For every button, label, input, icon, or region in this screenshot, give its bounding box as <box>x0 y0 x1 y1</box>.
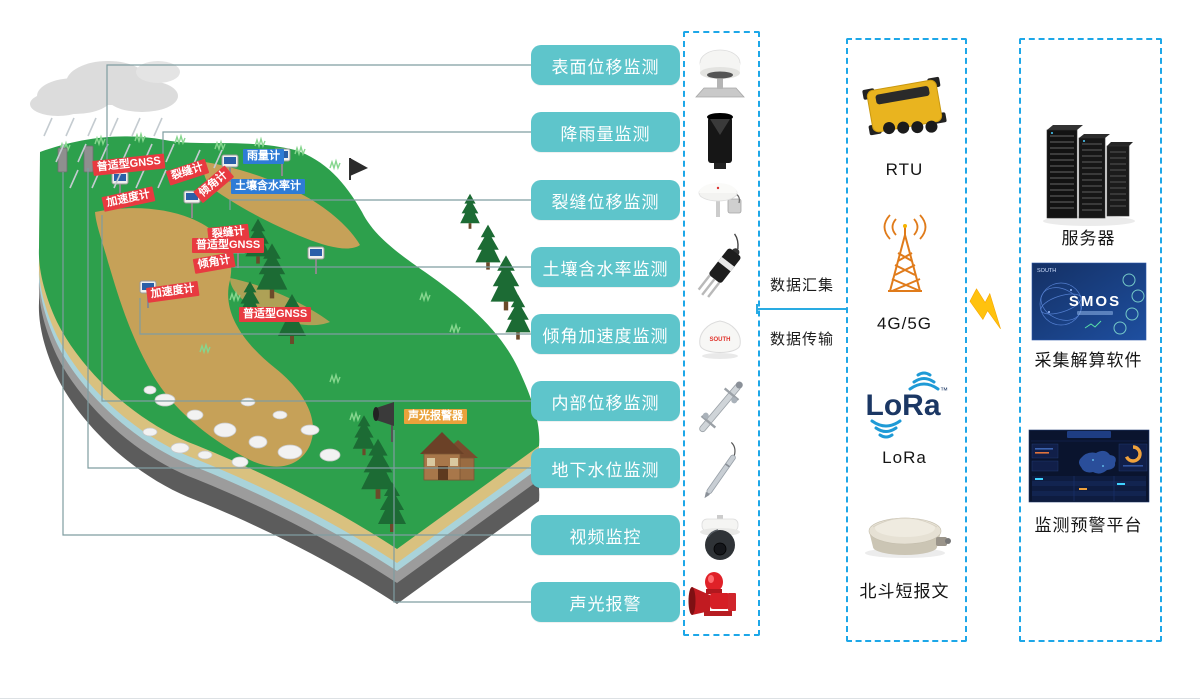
rocks <box>142 385 341 468</box>
leader-lines <box>62 64 531 603</box>
flow-transmit-label: 数据传输 <box>769 331 834 348</box>
platform-images: SOUTH SMOS <box>1028 125 1150 503</box>
sensor-label-gnss-2: 普适型GNSS <box>192 238 265 253</box>
sensor-label-gnss-3: 普适型GNSS <box>239 307 312 322</box>
dashboard-panel-image <box>1028 429 1150 503</box>
sensor-label-alarm: 声光报警器 <box>404 409 467 424</box>
sensor-label-rain: 雨量计 <box>243 149 284 164</box>
ptz-camera-image <box>700 515 740 560</box>
monitor-pill-crack: 裂缝位移监测 <box>531 180 680 220</box>
rtu-image <box>862 76 947 136</box>
svg-text:SOUTH: SOUTH <box>710 337 731 343</box>
soil-moisture-sensor-image <box>697 233 741 298</box>
monitor-pill-video: 视频监控 <box>531 515 680 555</box>
software-label: 采集解算软件 <box>1034 351 1143 370</box>
monitor-pill-soil: 土壤含水率监测 <box>531 247 680 287</box>
rain-gauge-image <box>707 113 733 169</box>
svg-text:LoRa: LoRa <box>866 389 941 422</box>
water-level-sensor-image <box>704 441 736 499</box>
page-bottom-divider <box>0 698 1200 699</box>
monitor-pill-tilt: 倾角加速度监测 <box>531 314 680 354</box>
monitor-pill-water: 地下水位监测 <box>531 448 680 488</box>
cell-tower-icon <box>883 214 927 292</box>
monitor-pill-surface: 表面位移监测 <box>531 45 680 85</box>
cellular-label: 4G/5G <box>876 314 933 333</box>
terrain-illustration <box>30 61 540 604</box>
sensor-devices-images: SOUTH <box>688 49 745 616</box>
gnss-receiver-image <box>695 49 745 98</box>
flow-line-tick <box>756 304 758 314</box>
svg-text:™: ™ <box>940 386 948 395</box>
borehole-inclinometer-image <box>699 381 743 433</box>
tilt-acceleration-sensor-image: SOUTH <box>699 320 741 359</box>
comms-images: LoRa ™ <box>862 76 951 558</box>
sound-light-alarm-image <box>688 572 736 616</box>
crack-displacement-antenna-image <box>698 183 742 217</box>
server-label: 服务器 <box>1061 229 1116 248</box>
server-rack-image <box>1043 125 1135 226</box>
platform-panel <box>1019 38 1162 642</box>
rtu-label: RTU <box>885 160 924 179</box>
comms-panel <box>846 38 967 642</box>
cloud-icon <box>30 61 180 116</box>
flow-aggregate-label: 数据汇集 <box>769 277 834 294</box>
lora-label: LoRa <box>882 448 927 467</box>
lightning-icon <box>969 288 1001 330</box>
svg-text:SOUTH: SOUTH <box>1037 268 1056 274</box>
lora-logo: LoRa ™ <box>866 371 948 439</box>
hilltop-flag <box>349 158 368 180</box>
beidou-antenna-image <box>865 517 951 558</box>
warning-platform-label: 监测预警平台 <box>1034 516 1143 535</box>
beidou-label: 北斗短报文 <box>859 582 950 601</box>
house-icon <box>420 432 478 481</box>
sensor-devices-panel <box>683 31 760 636</box>
monitor-pill-internal: 内部位移监测 <box>531 381 680 421</box>
flow-line <box>757 308 847 310</box>
alarm-horn-icon <box>373 402 394 442</box>
monitor-pill-alarm: 声光报警 <box>531 582 680 622</box>
svg-text:SMOS: SMOS <box>1069 293 1121 310</box>
smos-panel-image: SOUTH SMOS <box>1031 262 1147 341</box>
monitor-pill-rainfall: 降雨量监测 <box>531 112 680 152</box>
sensor-label-soil: 土壤含水率计 <box>231 179 305 194</box>
